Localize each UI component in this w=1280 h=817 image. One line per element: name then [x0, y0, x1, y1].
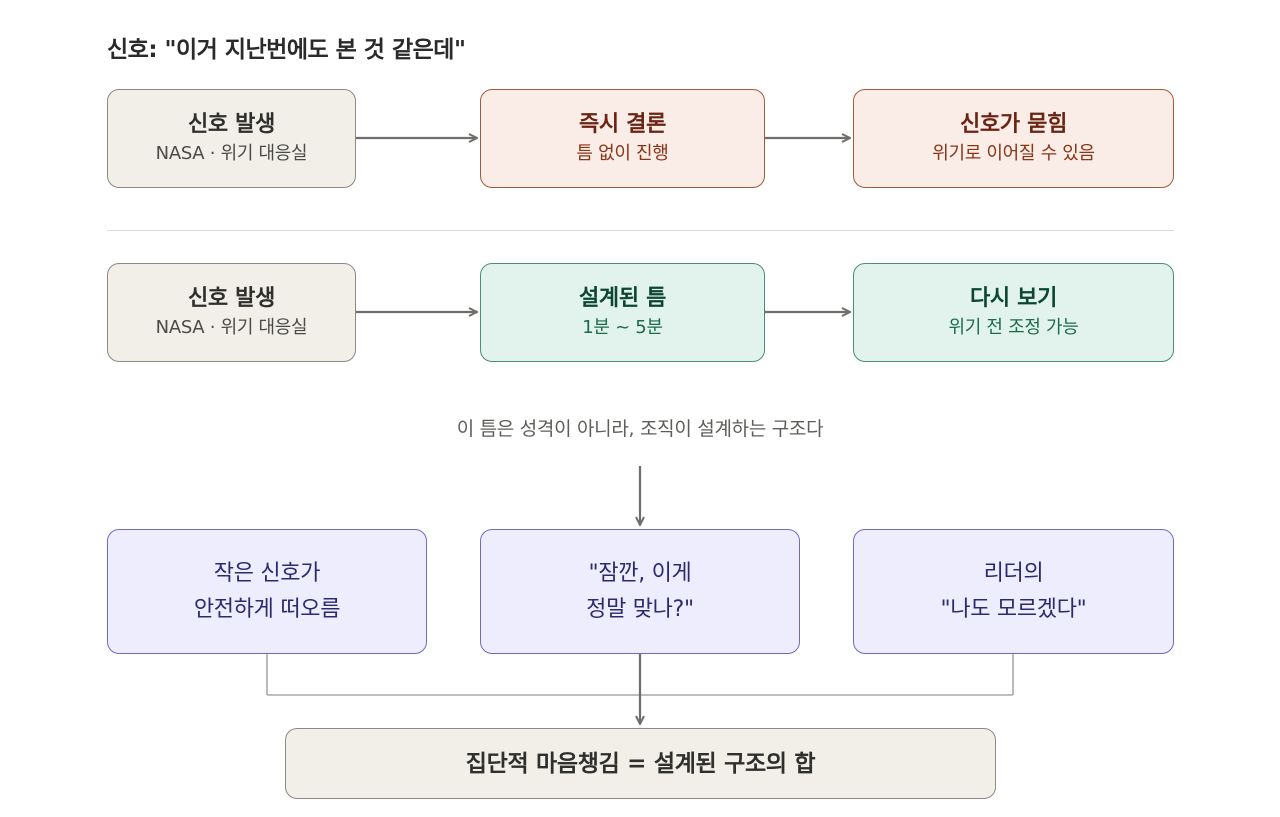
summary-text: 집단적 마음챙김 = 설계된 구조의 합 — [465, 750, 816, 777]
row2-end-title: 다시 보기 — [969, 285, 1058, 311]
row1-end-title: 신호가 묻힘 — [959, 111, 1068, 137]
structure-box-line1: 작은 신호가 — [213, 560, 321, 586]
row2-source-subtitle: NASA · 위기 대응실 — [155, 316, 308, 338]
row1-source-subtitle: NASA · 위기 대응실 — [155, 142, 308, 164]
structure-box-line2: "나도 모르겠다" — [940, 596, 1087, 622]
structure-box-line1: "잠깐, 이게 — [588, 560, 692, 586]
row1-source-box: 신호 발생 NASA · 위기 대응실 — [107, 89, 356, 188]
diagram-title: 신호: "이거 지난번에도 본 것 같은데" — [107, 37, 466, 63]
row2-middle-title: 설계된 틈 — [578, 285, 667, 311]
summary-box: 집단적 마음챙김 = 설계된 구조의 합 — [285, 728, 996, 799]
row1-end-subtitle: 위기로 이어질 수 있음 — [932, 142, 1095, 164]
structure-box-line2: 안전하게 떠오름 — [193, 596, 341, 622]
row1-end-box: 신호가 묻힘 위기로 이어질 수 있음 — [853, 89, 1174, 188]
row1-source-title: 신호 발생 — [187, 111, 276, 137]
row2-source-title: 신호 발생 — [187, 285, 276, 311]
row2-source-box: 신호 발생 NASA · 위기 대응실 — [107, 263, 356, 362]
structure-box-line1: 리더의 — [983, 560, 1044, 586]
row1-middle-title: 즉시 결론 — [578, 111, 667, 137]
row1-middle-subtitle: 틈 없이 진행 — [576, 142, 669, 164]
row2-middle-subtitle: 1분 ~ 5분 — [582, 316, 663, 338]
structure-box-small-signals: 작은 신호가 안전하게 떠오름 — [107, 529, 427, 654]
structure-box-leader-admission: 리더의 "나도 모르겠다" — [853, 529, 1174, 654]
row2-middle-box: 설계된 틈 1분 ~ 5분 — [480, 263, 765, 362]
structure-caption: 이 틈은 성격이 아니라, 조직이 설계하는 구조다 — [456, 418, 824, 440]
row1-middle-box: 즉시 결론 틈 없이 진행 — [480, 89, 765, 188]
structure-box-wait-question: "잠깐, 이게 정말 맞나?" — [480, 529, 800, 654]
structure-box-line2: 정말 맞나?" — [586, 596, 694, 622]
row2-end-subtitle: 위기 전 조정 가능 — [948, 316, 1079, 338]
row2-end-box: 다시 보기 위기 전 조정 가능 — [853, 263, 1174, 362]
section-divider — [107, 230, 1174, 231]
